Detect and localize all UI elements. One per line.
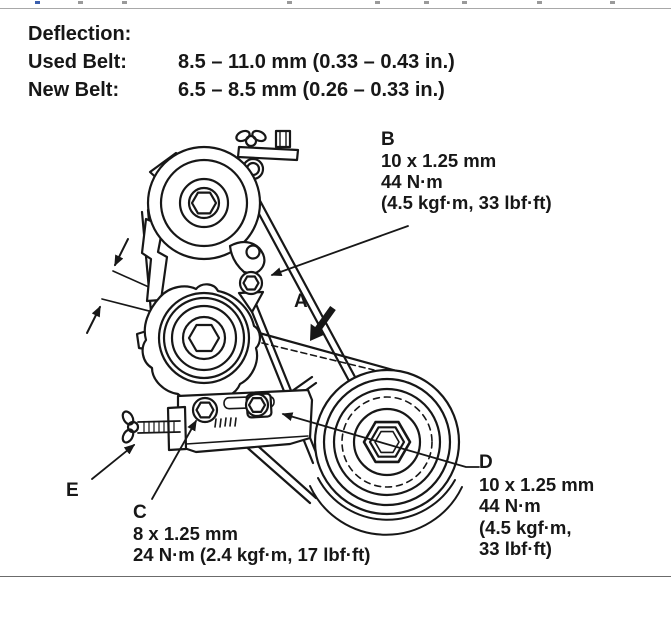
callout-b: B 10 x 1.25 mm 44 N·m (4.5 kgf·m, 33 lbf… bbox=[381, 129, 552, 213]
deflection-arrow-up bbox=[86, 305, 101, 334]
callout-b-label: B bbox=[381, 129, 395, 150]
push-arrow-a-icon bbox=[310, 306, 336, 341]
text-remnant-speck bbox=[462, 1, 467, 4]
callout-b-spec-torque-alt: (4.5 kgf·m, 33 lbf·ft) bbox=[381, 192, 552, 213]
leader-c bbox=[151, 419, 197, 500]
callout-b-spec-torque: 44 N·m bbox=[381, 171, 443, 192]
text-remnant-speck bbox=[610, 1, 615, 4]
deflection-arrow-down bbox=[114, 238, 129, 267]
text-remnant-speck bbox=[375, 1, 380, 4]
text-remnant-speck bbox=[537, 1, 542, 4]
new-belt-row: New Belt: 6.5 – 8.5 mm (0.26 – 0.33 in.) bbox=[28, 76, 455, 104]
callout-a-label: A bbox=[294, 291, 308, 312]
callout-d: D 10 x 1.25 mm 44 N·m (4.5 kgf·m, 33 lbf… bbox=[479, 452, 594, 560]
text-remnant-speck bbox=[78, 1, 83, 4]
deflection-title: Deflection: bbox=[28, 23, 132, 45]
callout-e-label: E bbox=[66, 480, 79, 501]
used-belt-value: 8.5 – 11.0 mm (0.33 – 0.43 in.) bbox=[178, 51, 455, 73]
crankshaft-pulley bbox=[313, 368, 461, 516]
callout-d-label: D bbox=[479, 452, 493, 473]
wing-nut-icon bbox=[235, 129, 251, 143]
callout-d-spec-size: 10 x 1.25 mm bbox=[479, 473, 595, 495]
deflected-belt-dashed-line bbox=[261, 342, 375, 371]
adjust-bolt-wing-icon bbox=[121, 410, 135, 426]
callout-leaders bbox=[91, 225, 480, 500]
callout-d-spec-torque: 44 N·m bbox=[479, 495, 541, 516]
crank-hex-bolt bbox=[374, 430, 400, 454]
callout-c-spec-torque: 24 N·m (2.4 kgf·m, 17 lbf·ft) bbox=[133, 544, 371, 565]
pulley-hex-nut bbox=[187, 323, 221, 353]
callout-c-spec-size: 8 x 1.25 mm bbox=[133, 523, 238, 544]
cropped-text-remnants bbox=[0, 0, 671, 10]
used-belt-row: Used Belt: 8.5 – 11.0 mm (0.33 – 0.43 in.… bbox=[28, 48, 455, 76]
bracket-bolt-icon bbox=[274, 129, 292, 149]
serrations bbox=[214, 417, 237, 428]
callout-e: E bbox=[66, 480, 79, 501]
bottom-rule bbox=[0, 576, 671, 577]
top-bracket-bar bbox=[236, 145, 300, 162]
new-belt-label: New Belt: bbox=[28, 79, 120, 101]
leader-d bbox=[281, 412, 480, 468]
text-remnant-speck bbox=[424, 1, 429, 4]
text-remnant-speck bbox=[122, 1, 127, 4]
pivot-arm bbox=[228, 241, 266, 276]
callout-c: C 8 x 1.25 mm 24 N·m (2.4 kgf·m, 17 lbf·… bbox=[133, 502, 370, 565]
alternator-pulley bbox=[135, 283, 261, 403]
pulley-hex-nut bbox=[190, 191, 218, 215]
adjusting-bracket bbox=[121, 388, 314, 454]
text-remnant-speck bbox=[287, 1, 292, 4]
callout-b-spec-size: 10 x 1.25 mm bbox=[381, 150, 497, 171]
crank-bolt-rounded-hex bbox=[362, 420, 412, 464]
leader-b bbox=[270, 225, 409, 277]
callout-d-spec-torque-alt1: (4.5 kgf·m, bbox=[479, 516, 572, 538]
deflection-spec-block: Deflection: Used Belt: 8.5 – 11.0 mm (0.3… bbox=[28, 20, 455, 104]
callout-d-spec-torque-alt2: 33 lbf·ft) bbox=[479, 538, 552, 559]
used-belt-label: Used Belt: bbox=[28, 51, 127, 73]
callout-a: A bbox=[294, 291, 308, 312]
power-steering-pump-pulley bbox=[140, 129, 300, 314]
leader-e bbox=[91, 444, 136, 480]
callout-c-label: C bbox=[133, 502, 147, 523]
new-belt-value: 6.5 – 8.5 mm (0.26 – 0.33 in.) bbox=[178, 79, 445, 101]
text-remnant-speck bbox=[35, 1, 40, 4]
top-rule bbox=[0, 8, 671, 9]
